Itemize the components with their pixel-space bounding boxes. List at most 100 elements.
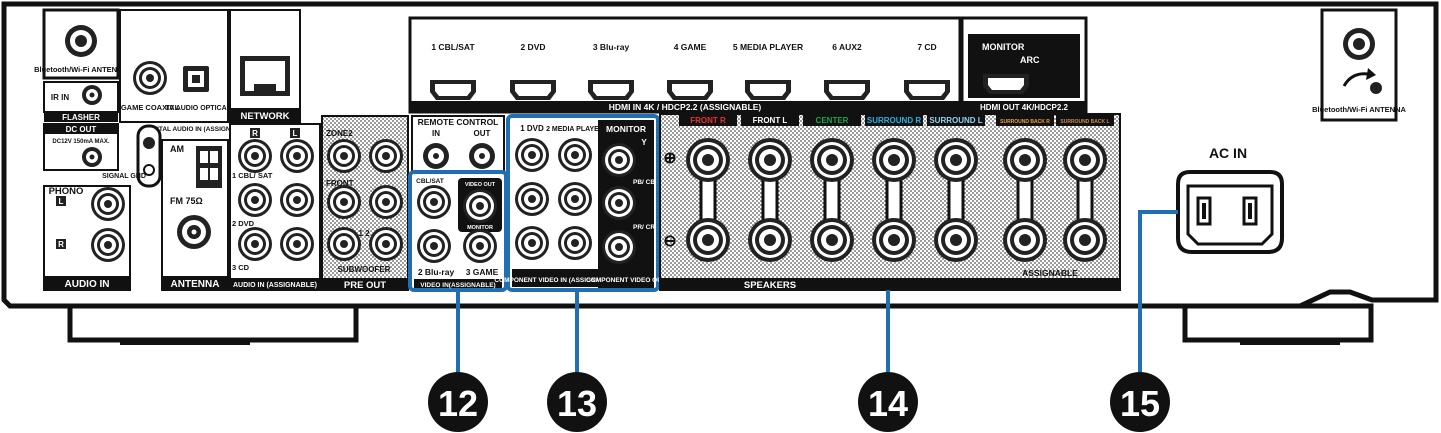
speaker-terminal-positive[interactable] [1063, 138, 1107, 182]
video-in-cbl-sat-jack[interactable] [417, 185, 451, 219]
speaker-terminal-negative[interactable] [934, 218, 978, 262]
game-coaxial-jack[interactable] [133, 61, 167, 95]
speaker-terminal-positive[interactable] [934, 138, 978, 182]
subwoofer-label: SUBWOOFER [338, 265, 391, 274]
speaker-terminal-positive[interactable] [748, 138, 792, 182]
remote-out-jack[interactable] [469, 143, 495, 169]
phono-l-badge: L [59, 197, 64, 206]
antenna-rotate-icon [1342, 68, 1382, 94]
cbl-sat-l-jack[interactable] [280, 139, 314, 173]
component-dvd-pb-jack[interactable] [515, 182, 549, 216]
optical-port[interactable] [183, 66, 209, 92]
channel-header [927, 114, 985, 126]
component-in-label: COMPONENT VIDEO IN (ASSIGNABLE) [494, 277, 615, 284]
speaker-terminal-negative[interactable] [810, 218, 854, 262]
am-terminal[interactable] [196, 146, 222, 188]
callout-lines [456, 210, 1178, 372]
hdmi-in-port[interactable] [510, 80, 556, 100]
speaker-terminal-negative[interactable] [686, 218, 730, 262]
callout-14: 14 [858, 372, 918, 432]
callout-12: 12 [428, 372, 488, 432]
component-dvd-pr-jack[interactable] [515, 226, 549, 260]
dvd-r-jack[interactable] [238, 183, 272, 217]
video-in-cbl-sat-label: CBL/SAT [416, 178, 444, 185]
channel-header [1056, 114, 1114, 126]
hdmi-input-1: 1 CBL/SAT [430, 42, 476, 100]
signal-gnd-terminal[interactable] [136, 124, 162, 188]
phono-r-badge: R [58, 240, 64, 249]
video-out-monitor-label: MONITOR [467, 225, 493, 231]
remote-in-jack[interactable] [423, 143, 449, 169]
hdmi-in-port[interactable] [904, 80, 950, 100]
channel-header [741, 114, 799, 126]
speaker-terminal-negative[interactable] [872, 218, 916, 262]
hdmi-arc-label: ARC [1020, 55, 1040, 65]
video-in-blu-ray-jack[interactable] [417, 229, 451, 263]
subwoofer-2-jack[interactable] [369, 227, 403, 261]
video-in-game-jack[interactable] [463, 229, 497, 263]
component-dvd-label: 1 DVD [520, 124, 544, 133]
dc-out-jack[interactable] [82, 147, 102, 167]
dvd-l-jack[interactable] [280, 183, 314, 217]
component-mp-pb-jack[interactable] [558, 182, 592, 216]
hdmi-in-port[interactable] [824, 80, 870, 100]
component-pr-label: PR/ CR [633, 224, 655, 231]
front-l-preout-jack[interactable] [369, 185, 403, 219]
phono-l-jack[interactable] [91, 187, 125, 221]
antenna-connector-right-icon[interactable] [1343, 28, 1375, 60]
hdmi-in-port[interactable] [588, 80, 634, 100]
ir-in-jack[interactable] [82, 85, 102, 105]
ac-inlet[interactable] [1176, 170, 1284, 254]
component-mp-y-jack[interactable] [558, 138, 592, 172]
video-out-monitor-jack[interactable] [463, 189, 497, 223]
hdmi-input-label: 6 AUX2 [832, 42, 862, 52]
component-dvd-y-jack[interactable] [515, 138, 549, 172]
speaker-terminal-negative[interactable] [1063, 218, 1107, 262]
zone2-r-jack[interactable] [327, 139, 361, 173]
front-preout-label: FRONT [326, 179, 354, 188]
network-port[interactable] [240, 56, 290, 96]
hdmi-input-label: 1 CBL/SAT [431, 42, 475, 52]
front-r-preout-jack[interactable] [327, 185, 361, 219]
speaker-terminal-positive[interactable] [872, 138, 916, 182]
subwoofer-1-jack[interactable] [327, 227, 361, 261]
phono-r-jack[interactable] [91, 228, 125, 262]
component-out-pr-jack[interactable] [602, 230, 636, 264]
speaker-terminal-negative[interactable] [1003, 218, 1047, 262]
antenna-connector-left-icon[interactable] [65, 25, 97, 57]
tv-audio-optical-label: TV AUDIO OPTICAL [165, 105, 232, 112]
cbl-sat-r-jack[interactable] [238, 139, 272, 173]
component-monitor-label: MONITOR [606, 124, 646, 134]
zone2-label: ZONE2 [326, 129, 353, 138]
hdmi-input-label: 5 MEDIA PLAYER [733, 42, 803, 52]
callout-15: 15 [1110, 372, 1170, 432]
speaker-terminal-negative[interactable] [748, 218, 792, 262]
component-out-pb-jack[interactable] [602, 186, 636, 220]
fm-connector[interactable] [177, 215, 211, 249]
am-label: AM [170, 144, 184, 154]
zone2-l-jack[interactable] [369, 139, 403, 173]
speaker-terminal-positive[interactable] [810, 138, 854, 182]
speaker-channel-label: SURROUND BACK L [1060, 119, 1109, 125]
hdmi-in-port[interactable] [430, 80, 476, 100]
minus-symbol: ⊖ [663, 233, 676, 250]
speaker-channel-5: SURROUND L [927, 114, 985, 262]
hdmi-input-3: 3 Blu-ray [588, 42, 634, 100]
speaker-terminal-positive[interactable] [1003, 138, 1047, 182]
hdmi-out-port[interactable] [983, 74, 1029, 94]
cd-r-jack[interactable] [238, 227, 272, 261]
video-in-assignable-label: VIDEO IN(ASSIGNABLE) [420, 282, 495, 289]
cd-l-jack[interactable] [280, 227, 314, 261]
audio-in-cbl-sat-label: 1 CBL/ SAT [232, 171, 273, 180]
hdmi-input-label: 7 CD [917, 42, 936, 52]
svg-text:14: 14 [868, 383, 908, 424]
speaker-terminal-positive[interactable] [686, 138, 730, 182]
hdmi-in-port[interactable] [745, 80, 791, 100]
component-mp-pr-jack[interactable] [558, 226, 592, 260]
component-out-y-jack[interactable] [602, 143, 636, 177]
callout-13: 13 [547, 372, 607, 432]
hdmi-in-port[interactable] [667, 80, 713, 100]
speaker-channel-4: SURROUND R [865, 114, 923, 262]
